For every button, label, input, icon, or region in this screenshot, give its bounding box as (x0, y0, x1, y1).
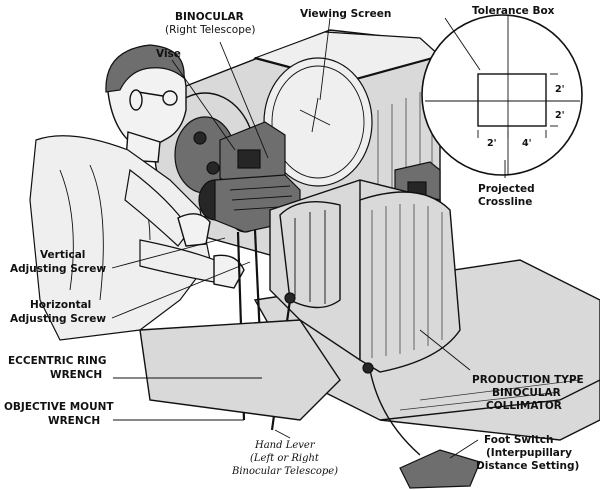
label-foot-switch-2: (Interpupillary (486, 447, 572, 459)
label-foot-switch-1: Foot Switch (484, 434, 553, 446)
collimator-machine (149, 29, 600, 489)
bench-edge (379, 379, 600, 421)
label-objective-1: OBJECTIVE MOUNT (4, 401, 114, 413)
leader-horizontal-screw (111, 261, 251, 319)
tolerance-box-rect (477, 73, 547, 127)
label-production-3: COLLIMATOR (486, 400, 562, 412)
leader-lines (111, 17, 506, 459)
hand-lever-pivot (284, 292, 296, 304)
label-hand-lever-3: Binocular Telescope) (231, 466, 338, 477)
label-production-1: PRODUCTION TYPE (472, 374, 584, 386)
viewing-screen-inner (271, 65, 365, 179)
label-objective-2: WRENCH (48, 415, 100, 427)
label-vise: Vise (156, 48, 181, 60)
label-vertical-1: Vertical (40, 249, 85, 261)
operator-shirt (29, 135, 211, 341)
label-binocular-2: (Right Telescope) (165, 24, 255, 36)
label-tolerance-box: Tolerance Box (472, 5, 555, 17)
dim-bottom-right: 4' (522, 138, 532, 149)
leader-foot-switch (449, 439, 479, 459)
ring-bolt-1 (193, 131, 207, 145)
labels: BINOCULAR (Right Telescope) Vise Viewing… (4, 5, 584, 477)
label-hand-lever-1: Hand Lever (254, 440, 316, 451)
operator-pants (139, 319, 341, 421)
dim-right-lower: 2' (555, 110, 565, 121)
label-horizontal-1: Horizontal (30, 299, 91, 311)
operator-glasses (162, 90, 178, 106)
leader-vise (171, 59, 236, 151)
tolerance-inset: 2' 2' 2' 4' (421, 14, 583, 176)
operator-right-hand (213, 254, 245, 289)
label-binocular-1: BINOCULAR (175, 11, 244, 23)
operator-hair (105, 44, 185, 93)
label-hand-lever-2: (Left or Right (250, 453, 320, 464)
vise-jaw (237, 149, 261, 169)
label-horizontal-2: Adjusting Screw (10, 313, 106, 325)
operator-left-hand (177, 213, 211, 247)
leader-tolerance-box (444, 17, 481, 71)
label-viewing-screen: Viewing Screen (300, 8, 391, 20)
foot-switch (399, 449, 481, 489)
screen-cross-v (311, 97, 319, 133)
operator (29, 44, 341, 421)
label-eccentric-2: WRENCH (50, 369, 102, 381)
foot-switch-cable (369, 369, 421, 456)
leader-binocular (219, 41, 269, 159)
leader-production-collimator (419, 329, 471, 371)
inset-circle (421, 14, 583, 176)
ring-bolt-2 (206, 161, 220, 175)
leader-vertical-screw (111, 237, 226, 269)
operator-ear (129, 89, 143, 111)
dim-bottom-left: 2' (487, 138, 497, 149)
label-projected-1: Projected (478, 183, 535, 195)
label-foot-switch-3: Distance Setting) (476, 460, 579, 472)
label-vertical-2: Adjusting Screw (10, 263, 106, 275)
leader-viewing-screen (319, 17, 331, 101)
label-projected-2: Crossline (478, 196, 532, 208)
front-cover-shading (371, 204, 443, 358)
cable-plug (362, 362, 374, 374)
leader-hand-lever (274, 429, 291, 439)
collimator-front-cover (359, 191, 461, 373)
label-production-2: BINOCULAR (492, 387, 561, 399)
label-eccentric-1: ECCENTRIC RING (8, 355, 106, 367)
dim-right-upper: 2' (555, 84, 565, 95)
